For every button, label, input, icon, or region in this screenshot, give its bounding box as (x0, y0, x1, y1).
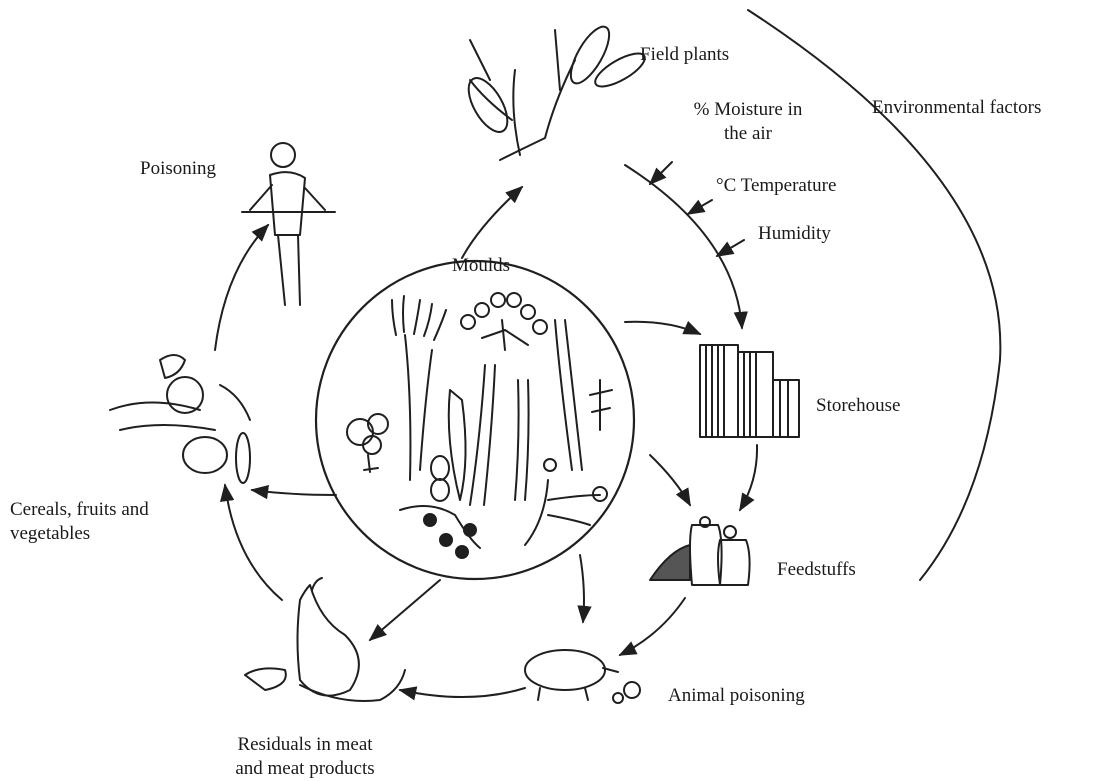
storehouse-illustration (699, 344, 800, 438)
arrow-moulds-to-animals (577, 554, 592, 624)
arrow-moulds-to-fieldplants (461, 185, 524, 259)
field-plants-illustration (467, 25, 646, 161)
label-temperature: °C Temperature (716, 175, 837, 196)
label-cereals-line2: vegetables (10, 523, 91, 544)
label-humidity: Humidity (758, 223, 831, 244)
arrow-storehouse-to-feedstuffs (739, 444, 759, 512)
arrow-animals-to-residuals (398, 686, 526, 701)
label-field-plants: Field plants (640, 44, 730, 65)
label-poisoning: Poisoning (140, 158, 217, 179)
arrow-moulds-to-storehouse (624, 320, 702, 335)
animal-illustration (524, 649, 641, 704)
arrow-moisture (648, 161, 673, 186)
arrow-feedstuffs-to-animals (618, 597, 686, 656)
person-illustration (241, 142, 336, 306)
arrow-moulds-to-cereals (250, 484, 337, 500)
label-moisture-line2: the air (723, 123, 772, 144)
arrow-moulds-to-residuals (368, 579, 441, 642)
moulds-circle (314, 259, 636, 581)
label-residuals: Residuals in meat and meat products (205, 733, 405, 781)
label-residuals-line1: Residuals in meat (237, 734, 373, 755)
label-environmental-factors: Environmental factors (872, 97, 1042, 118)
cycle-arrows (214, 164, 759, 701)
feedstuffs-illustration (649, 516, 751, 586)
label-cereals: Cereals, fruits and vegetables (10, 498, 149, 546)
label-cereals-line1: Cereals, fruits and (10, 499, 149, 520)
arrow-cereals-to-poisoning (214, 223, 270, 351)
environment-arrows (648, 161, 745, 257)
label-moisture-line1: % Moisture in (693, 99, 803, 120)
label-moisture: % Moisture in the air (668, 98, 828, 146)
meat-illustration (244, 577, 406, 702)
moulds-illustration (314, 259, 636, 581)
label-storehouse: Storehouse (816, 395, 901, 416)
label-residuals-line2: and meat products (235, 758, 375, 779)
label-animal-poisoning: Animal poisoning (668, 685, 805, 706)
arrow-residuals-to-cereals (220, 483, 283, 601)
arrow-moulds-to-feedstuffs (649, 454, 691, 507)
arrow-temperature (686, 199, 713, 215)
arrow-humidity (715, 239, 745, 257)
environmental-factors-arc (747, 9, 1002, 581)
label-feedstuffs: Feedstuffs (777, 559, 856, 580)
produce-illustration (109, 354, 251, 484)
label-moulds: Moulds (452, 255, 511, 276)
